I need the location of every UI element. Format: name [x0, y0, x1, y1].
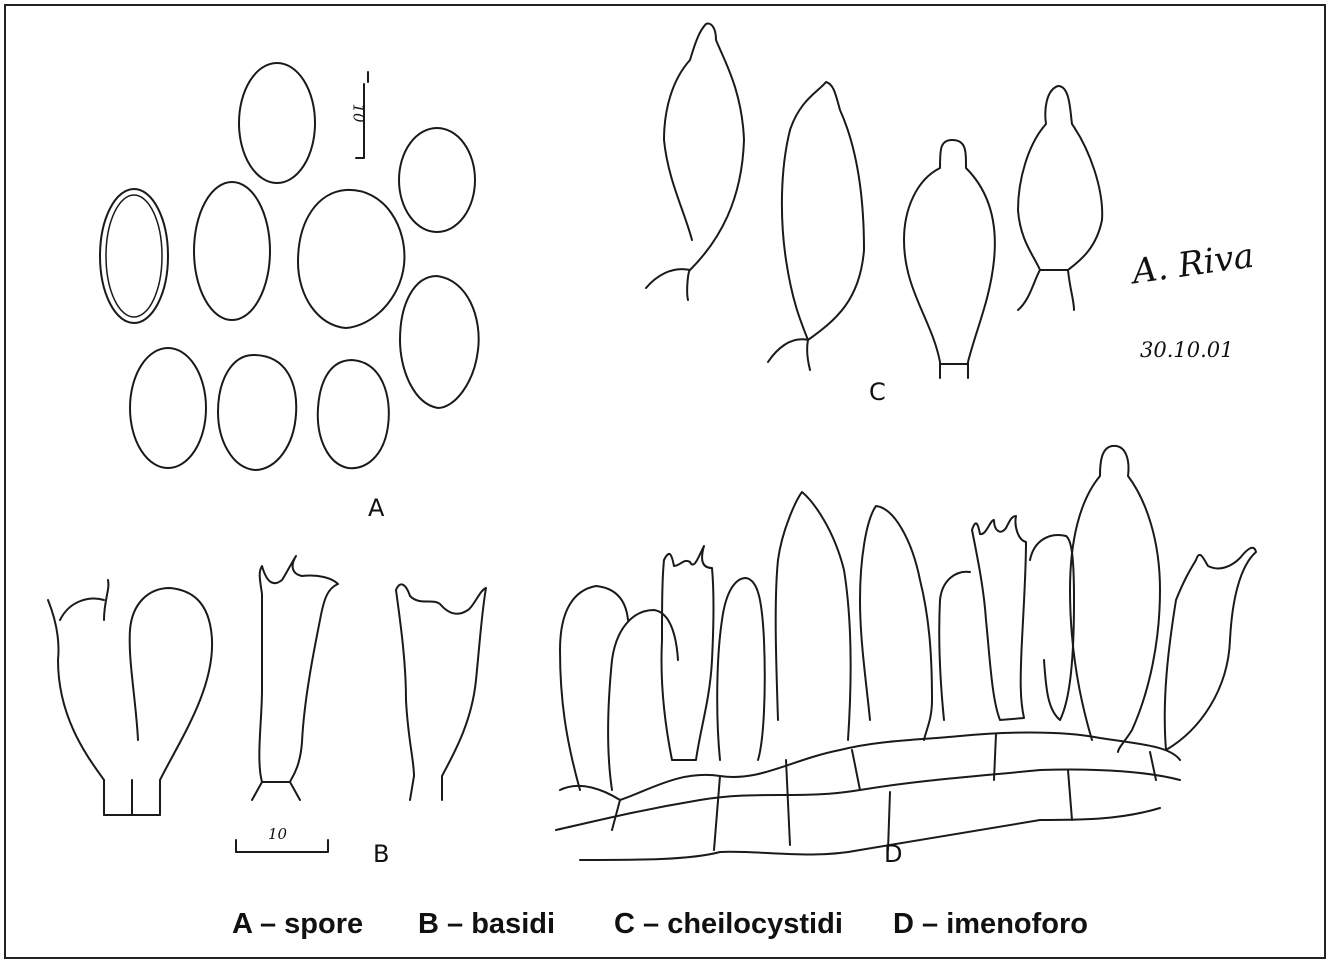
trama-layer [580, 808, 1160, 860]
spore [130, 348, 206, 468]
spore [239, 63, 315, 183]
hymenium-cell [608, 610, 678, 790]
cheilocystidium [904, 140, 995, 378]
scale-label-b: 10 [268, 825, 287, 843]
basidium-sterigmata [259, 556, 338, 782]
cystidium [1070, 446, 1160, 752]
panel-label-c: C [869, 378, 886, 406]
cheilocystidium [1018, 86, 1102, 310]
trama-septa [612, 734, 1156, 850]
legend-item-b: B – basidi [418, 908, 555, 941]
spore [318, 360, 389, 468]
hymenium-cell [560, 586, 628, 790]
spore [298, 190, 404, 328]
cheilocystidia-group [646, 24, 1102, 378]
legend-item-a: A – spore [232, 908, 363, 941]
spore [400, 276, 479, 408]
spore [194, 182, 270, 320]
panel-label-d: D [884, 840, 902, 868]
hymenium-cell [717, 578, 765, 760]
cystidium [860, 506, 932, 740]
basidium [396, 584, 486, 800]
basidium [661, 546, 713, 760]
spore [218, 355, 296, 470]
panel-label-a: A [368, 494, 384, 522]
subhymenium-layer [560, 733, 1180, 801]
basidium [972, 516, 1026, 720]
legend-item-c: C – cheilocystidi [614, 908, 843, 941]
spore-thick-wall [100, 189, 168, 323]
signature-date: 30.10.01 [1140, 338, 1234, 362]
hymenium-cell [939, 572, 970, 720]
legend-item-d: D – imenoforo [893, 908, 1088, 941]
cheilocystidium [646, 24, 744, 300]
spores-group [100, 63, 479, 470]
spore-inner-wall [106, 195, 162, 317]
hymenium-cell [1030, 535, 1074, 720]
trama-layer [556, 769, 1180, 830]
basidium [1165, 548, 1256, 750]
panel-label-b: B [373, 840, 389, 868]
cheilocystidium [768, 82, 864, 370]
basidium-base [252, 782, 300, 800]
spore [399, 128, 475, 232]
scale-label-a: 10 [350, 103, 368, 122]
basidium-bases [104, 780, 160, 815]
cystidium [776, 492, 851, 740]
hymenophore-group [556, 446, 1256, 860]
basidium-pair [48, 580, 212, 815]
basidia-group [48, 556, 486, 815]
